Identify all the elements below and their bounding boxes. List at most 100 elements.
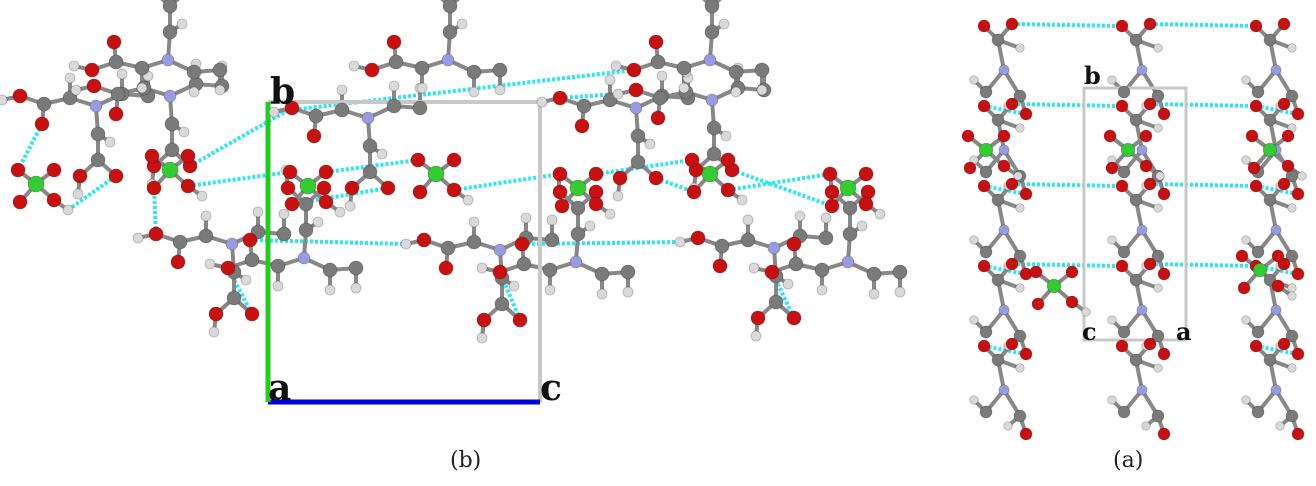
atom-c xyxy=(576,98,592,114)
atom-h xyxy=(656,70,668,82)
atom-c xyxy=(348,260,364,276)
atom-h xyxy=(72,188,84,200)
atom-n xyxy=(705,93,719,107)
atom-c xyxy=(1285,249,1299,263)
atom-h xyxy=(742,214,754,226)
atom-c xyxy=(1263,353,1277,367)
atom-h xyxy=(176,18,188,30)
atom-c xyxy=(244,252,260,268)
atom-o xyxy=(284,196,300,212)
atom-o xyxy=(552,184,568,200)
atom-c xyxy=(768,294,784,310)
atom-c xyxy=(842,200,858,216)
covalent-bonds-layer xyxy=(966,22,1304,435)
atom-c xyxy=(728,64,744,80)
atom-o xyxy=(364,62,380,78)
hydrogen-bond xyxy=(152,187,158,235)
atom-o xyxy=(12,88,28,104)
atom-p xyxy=(299,177,317,195)
atom-h xyxy=(969,395,979,405)
atom-h xyxy=(894,286,906,298)
atom-h xyxy=(1287,291,1297,301)
atom-o xyxy=(108,106,124,122)
atom-c xyxy=(212,62,228,78)
atom-c xyxy=(740,232,756,248)
atom-c xyxy=(1285,409,1299,423)
hydrogen-bond xyxy=(727,172,831,192)
atom-h xyxy=(1107,315,1117,325)
atom-n xyxy=(441,53,455,67)
atom-o xyxy=(1029,265,1043,279)
atom-c xyxy=(334,102,350,118)
atom-c xyxy=(1013,329,1027,343)
atom-o xyxy=(1157,267,1171,281)
atom-o xyxy=(180,148,196,164)
atom-o xyxy=(824,184,840,200)
atom-h xyxy=(1107,395,1117,405)
atom-h xyxy=(252,206,264,218)
atom-o xyxy=(84,62,100,78)
atom-o xyxy=(1005,177,1019,191)
atom-h xyxy=(132,232,144,244)
atom-h xyxy=(188,86,200,98)
hydrogen-bond xyxy=(1149,102,1257,108)
atom-o xyxy=(1157,347,1171,361)
atom-o xyxy=(686,184,702,200)
unit-cell-box xyxy=(265,100,542,405)
atom-n xyxy=(361,111,375,125)
atom-o xyxy=(552,166,568,182)
atom-p xyxy=(1262,142,1278,158)
atom-o xyxy=(1103,129,1117,143)
atom-h xyxy=(476,332,488,344)
atom-h xyxy=(1153,283,1163,293)
atom-o xyxy=(858,196,874,212)
hydrogen-bond xyxy=(187,170,291,188)
atom-h xyxy=(1287,43,1297,53)
hydrogen-bond xyxy=(453,172,561,192)
atom-h xyxy=(794,210,806,222)
atom-h xyxy=(720,130,732,142)
atom-o xyxy=(786,310,802,326)
atom-o xyxy=(72,168,88,184)
atom-h xyxy=(750,330,762,342)
atom-p xyxy=(978,142,994,158)
atom-h xyxy=(622,286,634,298)
atom-o xyxy=(997,159,1011,173)
atom-c xyxy=(362,164,378,180)
atom-o xyxy=(1143,97,1157,111)
atom-c xyxy=(1117,325,1131,339)
atom-h xyxy=(400,238,412,250)
atom-h xyxy=(70,84,82,96)
atom-o xyxy=(684,152,700,168)
atom-h xyxy=(350,282,362,294)
atom-h xyxy=(0,94,8,106)
atom-o xyxy=(648,34,664,50)
atom-h xyxy=(344,200,356,212)
atom-c xyxy=(226,290,242,306)
atom-c xyxy=(704,0,720,14)
atom-n xyxy=(1136,224,1148,236)
atom-o xyxy=(1291,427,1305,440)
atom-c xyxy=(36,96,52,112)
atom-o xyxy=(1139,129,1153,143)
atom-o xyxy=(1019,347,1033,361)
atom-c xyxy=(90,152,106,168)
atom-c xyxy=(630,128,646,144)
atom-h xyxy=(730,86,742,98)
atom-h xyxy=(536,96,548,108)
atom-n xyxy=(1136,384,1148,396)
atom-n xyxy=(161,53,175,67)
atom-c xyxy=(110,86,126,102)
atom-h xyxy=(782,278,794,290)
atom-o xyxy=(412,184,428,200)
atom-c xyxy=(1129,273,1143,287)
atom-o xyxy=(977,259,991,273)
atom-c xyxy=(979,405,993,419)
atom-n xyxy=(841,255,855,269)
atom-h xyxy=(376,148,388,160)
hydrogen-bond xyxy=(1011,102,1123,108)
atom-c xyxy=(979,245,993,259)
atom-h xyxy=(62,204,74,216)
atom-o xyxy=(512,312,528,328)
atom-h xyxy=(1015,283,1025,293)
